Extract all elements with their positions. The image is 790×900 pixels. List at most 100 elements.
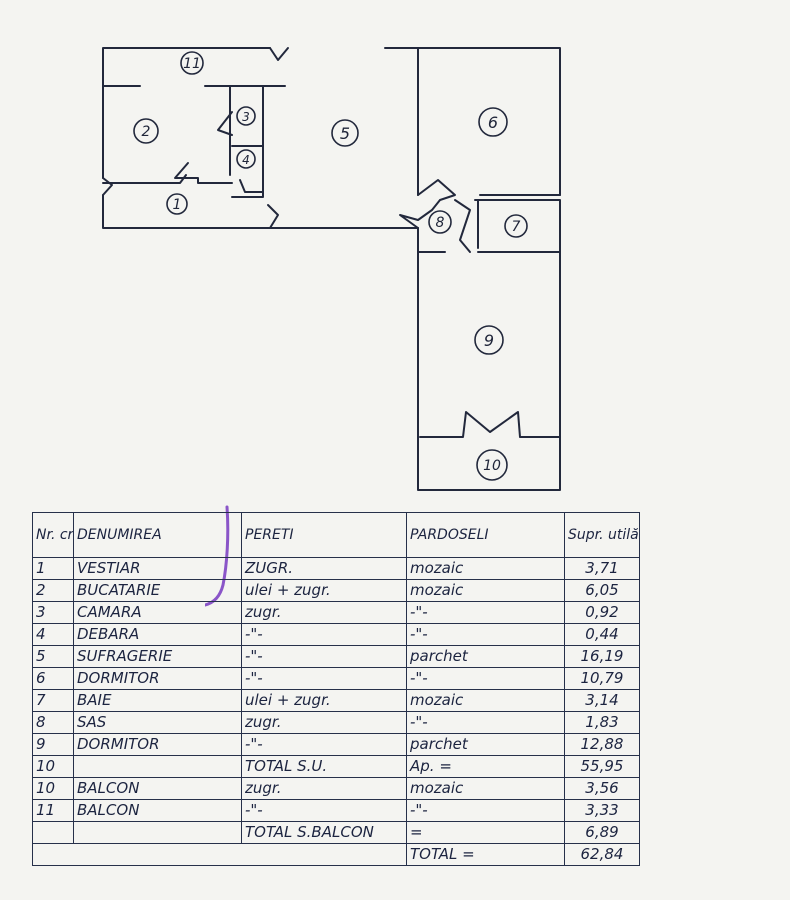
room-label-4: 4: [242, 153, 250, 167]
header-supr-label: Supr. utilă: [568, 527, 639, 543]
room-label-7: 7: [512, 219, 521, 235]
cell-total-label: TOTAL =: [406, 843, 565, 866]
rooms-table: Nr. crt. DENUMIREA PERETI PARDOSELI Supr…: [32, 512, 640, 866]
cell-pardoseli: -"-: [406, 667, 565, 690]
cell-supr: 0,92: [564, 601, 640, 624]
cell-supr: 12,88: [564, 733, 640, 756]
wall-top-room5: [269, 47, 289, 61]
room-label-8: 8: [436, 215, 445, 231]
cell-nr: [32, 821, 74, 844]
room-label-2: 2: [142, 124, 151, 140]
wall-room9: [417, 227, 561, 491]
wall-room3-4: [231, 85, 264, 198]
cell-nr: 2: [32, 579, 74, 602]
cell-pardoseli: mozaic: [406, 579, 565, 602]
table-row: 3 CAMARA zugr. -"- 0,92: [32, 601, 640, 624]
cell-pereti: -"-: [241, 733, 407, 756]
cell-pardoseli: Ap. =: [406, 755, 565, 778]
cell-pereti: zugr.: [241, 601, 407, 624]
header-denumirea: DENUMIREA: [73, 512, 242, 558]
cell-pereti: TOTAL S.U.: [241, 755, 407, 778]
cell-name: DEBARA: [73, 623, 242, 646]
cell-pereti: -"-: [241, 623, 407, 646]
cell-supr: 3,33: [564, 799, 640, 822]
cell-pardoseli: mozaic: [406, 557, 565, 580]
cell-nr: 11: [32, 799, 74, 822]
table-row-total-su: 10 TOTAL S.U. Ap. = 55,95: [32, 755, 640, 778]
cell-name: [73, 821, 242, 844]
cell-name: VESTIAR: [73, 557, 242, 580]
cell-name: BAIE: [73, 689, 242, 712]
cell-pardoseli: -"-: [406, 799, 565, 822]
cell-name: DORMITOR: [73, 733, 242, 756]
door-room1-right: [267, 204, 279, 229]
cell-supr: 3,71: [564, 557, 640, 580]
cell-name: [73, 755, 242, 778]
cell-name: CAMARA: [73, 601, 242, 624]
cell-pereti: ulei + zugr.: [241, 689, 407, 712]
door-room1-left: [102, 177, 113, 196]
cell-nr: 4: [32, 623, 74, 646]
table-row: 2 BUCATARIE ulei + zugr. mozaic 6,05: [32, 579, 640, 602]
cell-supr: 55,95: [564, 755, 640, 778]
cell-supr: 6,89: [564, 821, 640, 844]
cell-name: DORMITOR: [73, 667, 242, 690]
cell-nr: 5: [32, 645, 74, 668]
room-label-9: 9: [484, 331, 494, 350]
cell-pereti: -"-: [241, 645, 407, 668]
cell-nr: 8: [32, 711, 74, 734]
cell-pardoseli: -"-: [406, 711, 565, 734]
wall-room2-bottom: [102, 174, 187, 184]
table-row-total: TOTAL = 62,84: [32, 843, 640, 866]
cell-pardoseli: parchet: [406, 733, 565, 756]
door-room4: [239, 179, 264, 193]
cell-nr: 9: [32, 733, 74, 756]
table-row: 10 BALCON zugr. mozaic 3,56: [32, 777, 640, 800]
wall-room7: [474, 199, 561, 253]
cell-pardoseli: =: [406, 821, 565, 844]
cell-nr: 10: [32, 755, 74, 778]
floor-plan: 11 2 3 4 5 6 1 7 8 9 10: [102, 47, 561, 491]
cell-pardoseli: mozaic: [406, 777, 565, 800]
room-label-1: 1: [173, 197, 182, 213]
cell-supr: 3,14: [564, 689, 640, 712]
cell-pardoseli: -"-: [406, 623, 565, 646]
cell-name: SUFRAGERIE: [73, 645, 242, 668]
table-row: 1 VESTIAR ZUGR. mozaic 3,71: [32, 557, 640, 580]
cell-pardoseli: parchet: [406, 645, 565, 668]
cell-name: SAS: [73, 711, 242, 734]
cell-empty: [32, 843, 407, 866]
wall-left-block: [102, 47, 271, 179]
cell-pereti: ZUGR.: [241, 557, 407, 580]
cell-supr: 16,19: [564, 645, 640, 668]
table-row: 6 DORMITOR -"- -"- 10,79: [32, 667, 640, 690]
table-row: 5 SUFRAGERIE -"- parchet 16,19: [32, 645, 640, 668]
cell-total-value: 62,84: [564, 843, 640, 866]
cell-name: BUCATARIE: [73, 579, 242, 602]
cell-nr: 3: [32, 601, 74, 624]
wall-left-bottom: [102, 194, 269, 229]
cell-pereti: zugr.: [241, 711, 407, 734]
cell-pereti: -"-: [241, 799, 407, 822]
cell-name: BALCON: [73, 777, 242, 800]
cell-pereti: zugr.: [241, 777, 407, 800]
cell-pereti: -"-: [241, 667, 407, 690]
room-label-6: 6: [488, 113, 498, 132]
cell-nr: 1: [32, 557, 74, 580]
table-row: 9 DORMITOR -"- parchet 12,88: [32, 733, 640, 756]
header-pardoseli: PARDOSELI: [406, 512, 565, 558]
table-row: 11 BALCON -"- -"- 3,33: [32, 799, 640, 822]
wall-room10-top: [419, 411, 561, 438]
cell-nr: 7: [32, 689, 74, 712]
cell-supr: 10,79: [564, 667, 640, 690]
cell-pardoseli: -"-: [406, 601, 565, 624]
table-row-total-balcon: TOTAL S.BALCON = 6,89: [32, 821, 640, 844]
cell-supr: 6,05: [564, 579, 640, 602]
cell-pardoseli: mozaic: [406, 689, 565, 712]
cell-nr: 10: [32, 777, 74, 800]
header-nr: Nr. crt.: [32, 512, 74, 558]
door-room8: [399, 179, 456, 229]
room-label-5: 5: [340, 124, 350, 143]
table-row: 7 BAIE ulei + zugr. mozaic 3,14: [32, 689, 640, 712]
header-pereti: PERETI: [241, 512, 407, 558]
